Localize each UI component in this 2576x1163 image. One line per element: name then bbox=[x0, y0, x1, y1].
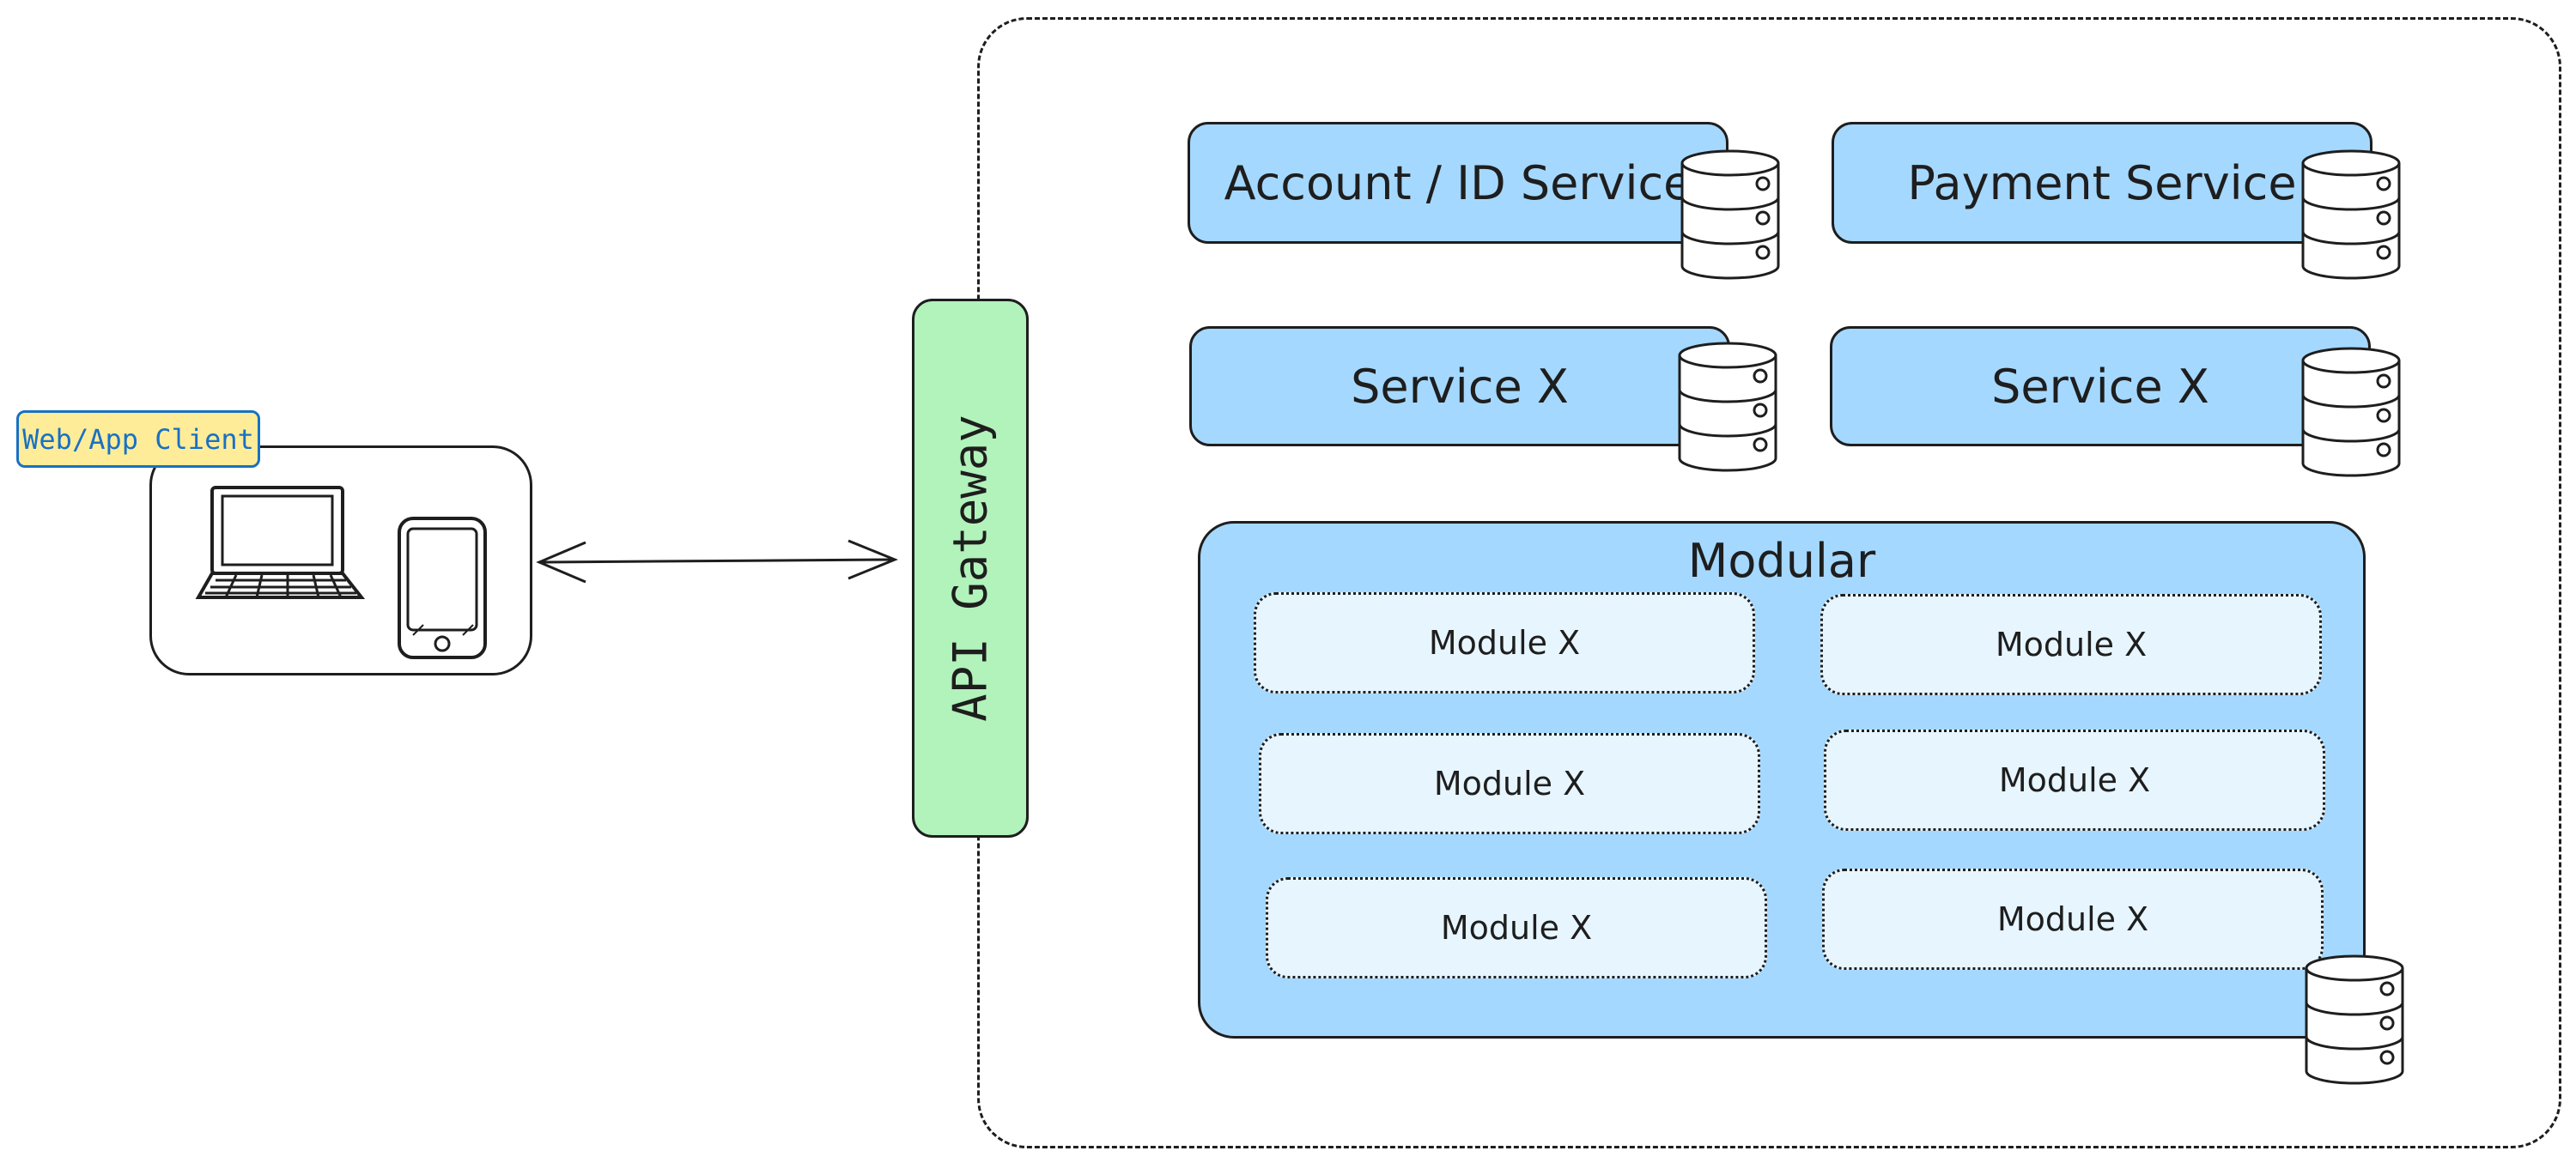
api-gateway-label: API Gateway bbox=[943, 415, 998, 722]
client-label: Web/App Client bbox=[16, 410, 260, 468]
module-label: Module X bbox=[1440, 909, 1593, 947]
module-box: Module X bbox=[1266, 877, 1767, 978]
service-x-right: Service X bbox=[1830, 326, 2371, 446]
bidirectional-arrow bbox=[536, 539, 898, 584]
service-label: Payment Service bbox=[1907, 155, 2297, 210]
module-label: Module X bbox=[1998, 761, 2151, 799]
database-icon bbox=[2305, 954, 2404, 1085]
modular-monolith: Modular Module X Module X Module X Modul… bbox=[1198, 521, 2366, 1039]
service-x-left: Service X bbox=[1189, 326, 1730, 446]
module-box: Module X bbox=[1824, 730, 2325, 831]
database-icon bbox=[2301, 347, 2401, 477]
service-label: Service X bbox=[1351, 359, 1569, 414]
modular-title: Modular bbox=[1687, 534, 1876, 588]
module-label: Module X bbox=[1433, 765, 1586, 803]
module-box: Module X bbox=[1254, 592, 1755, 694]
database-icon bbox=[1678, 342, 1777, 472]
module-box: Module X bbox=[1822, 869, 2324, 970]
module-label: Module X bbox=[1428, 624, 1581, 662]
phone-icon bbox=[398, 517, 487, 659]
database-icon bbox=[1680, 149, 1780, 280]
service-label: Account / ID Service bbox=[1224, 155, 1692, 210]
module-box: Module X bbox=[1820, 594, 2322, 695]
module-label: Module X bbox=[1996, 900, 2149, 938]
module-label: Module X bbox=[1995, 626, 2148, 663]
account-id-service: Account / ID Service bbox=[1188, 122, 1728, 244]
client-device-group bbox=[149, 445, 532, 675]
payment-service: Payment Service bbox=[1832, 122, 2372, 244]
database-icon bbox=[2301, 149, 2401, 280]
service-label: Service X bbox=[1991, 359, 2209, 414]
laptop-icon bbox=[195, 486, 366, 599]
api-gateway: API Gateway bbox=[912, 299, 1029, 838]
module-box: Module X bbox=[1259, 733, 1760, 834]
